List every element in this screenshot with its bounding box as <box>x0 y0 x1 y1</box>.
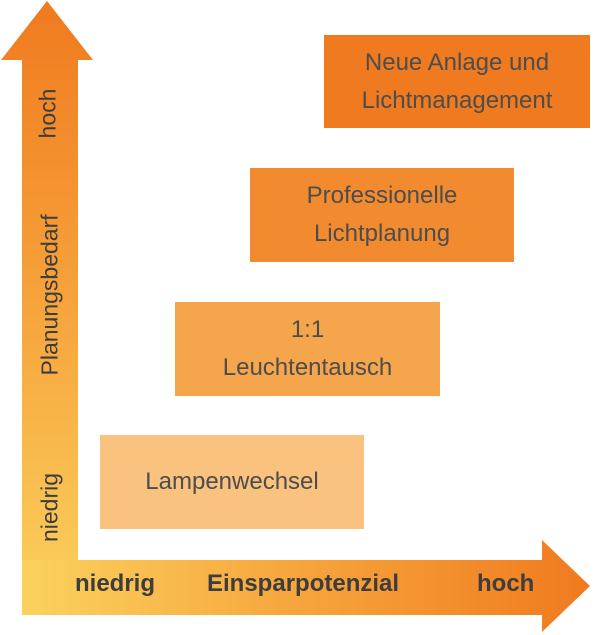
box-line: Professionelle <box>306 182 458 209</box>
box-leuchtentausch: 1:1 Leuchtentausch <box>175 302 440 396</box>
y-axis-title: Planungsbedarf <box>36 214 63 376</box>
x-axis-high: hoch <box>477 570 535 597</box>
box-line: Lampenwechsel <box>145 468 319 495</box>
box-neue-anlage: Neue Anlage und Lichtmanagement <box>324 35 590 128</box>
box-line: Lichtmanagement <box>361 86 553 114</box>
box-lichtplanung: Professionelle Lichtplanung <box>250 168 514 262</box>
y-axis-high: hoch <box>34 88 61 139</box>
x-axis-arrow <box>22 540 590 632</box>
y-axis-arrow <box>1 1 93 615</box>
y-axis-low: niedrig <box>36 472 63 543</box>
box-line: Neue Anlage und <box>364 48 550 76</box>
x-axis-low: niedrig <box>75 570 156 597</box>
box-lampenwechsel: Lampenwechsel <box>100 435 364 529</box>
box-line: 1:1 <box>290 316 325 343</box>
box-line: Leuchtentausch <box>222 354 393 381</box>
x-axis-title: Einsparpotenzial <box>207 570 400 597</box>
box-line: Lichtplanung <box>313 220 451 247</box>
